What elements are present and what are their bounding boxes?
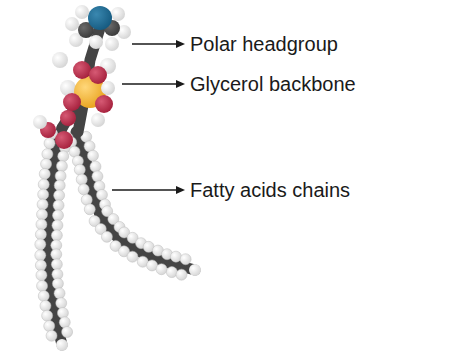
hydrogen-atom: [56, 339, 68, 351]
hydrogen-atom: [156, 264, 167, 275]
hydrogen-atom: [44, 138, 55, 149]
part-label: Glycerol backbone: [190, 72, 356, 96]
hydrogen-atom: [42, 310, 53, 321]
hydrogen-atom: [40, 300, 51, 311]
hydrogen-atom: [58, 151, 69, 162]
hydrogen-atom: [127, 251, 138, 262]
hydrogen-atom: [39, 168, 50, 179]
hydrogen-atom: [53, 200, 64, 211]
hydrogen-atom: [51, 230, 62, 241]
hydrogen-atom: [52, 278, 63, 289]
hydrogen-atom: [36, 219, 47, 230]
hydrogen-atom: [35, 260, 46, 271]
hydrogen-atom: [76, 174, 87, 185]
hydrogen-atom: [37, 280, 48, 291]
hydrogen-atom: [54, 180, 65, 191]
hydrogen-atom: [62, 326, 73, 337]
hydrogen-atom: [92, 171, 103, 182]
hydrogen-atom: [166, 267, 177, 278]
hydrogen-atom: [42, 149, 53, 160]
hydrogen-atom: [170, 251, 181, 262]
fatty-acid-chains: [48, 128, 195, 345]
part-label: Fatty acids chains: [190, 178, 350, 202]
hydrogen-atom: [52, 220, 63, 231]
glycerol-backbone: [33, 28, 116, 149]
hydrogen-atom: [74, 164, 85, 175]
hydrogen-atom: [35, 229, 46, 240]
hydrogen-atom: [35, 250, 46, 261]
hydrogen-atom: [176, 269, 187, 280]
hydrogen-atom: [36, 270, 47, 281]
polar-headgroup: [65, 5, 131, 51]
hydrogen-atom: [54, 190, 65, 201]
hydrogen-atom: [87, 150, 98, 161]
hydrogen-atom: [54, 288, 65, 299]
hydrogen-atom: [35, 239, 46, 250]
hydrogen-atom: [38, 189, 49, 200]
hydrogen-atom: [59, 317, 70, 328]
hydrogen-atom: [84, 204, 95, 215]
part-label: Polar headgroup: [190, 32, 338, 56]
hydrogen-atom: [52, 210, 63, 221]
hydrogen-atom: [78, 184, 89, 195]
hydrogen-atom: [46, 330, 57, 341]
hydrogen-atom: [44, 320, 55, 331]
hydrogen-atoms: [35, 128, 201, 351]
hydrogen-atom: [56, 298, 67, 309]
hydrogen-atom: [101, 231, 112, 242]
hydrogen-atom: [51, 249, 62, 260]
hydrogen-atom: [37, 209, 48, 220]
hydrogen-atom: [189, 264, 201, 276]
hydrogen-atom: [38, 179, 49, 190]
leader-arrows: [112, 40, 185, 194]
hydrogen-atom: [38, 290, 49, 301]
hydrogen-atom: [41, 159, 52, 170]
hydrogen-atom: [180, 254, 191, 265]
hydrogen-atom: [51, 259, 62, 270]
hydrogen-atom: [56, 161, 67, 172]
hydrogen-atom: [37, 199, 48, 210]
hydrogen-atom: [90, 161, 101, 172]
